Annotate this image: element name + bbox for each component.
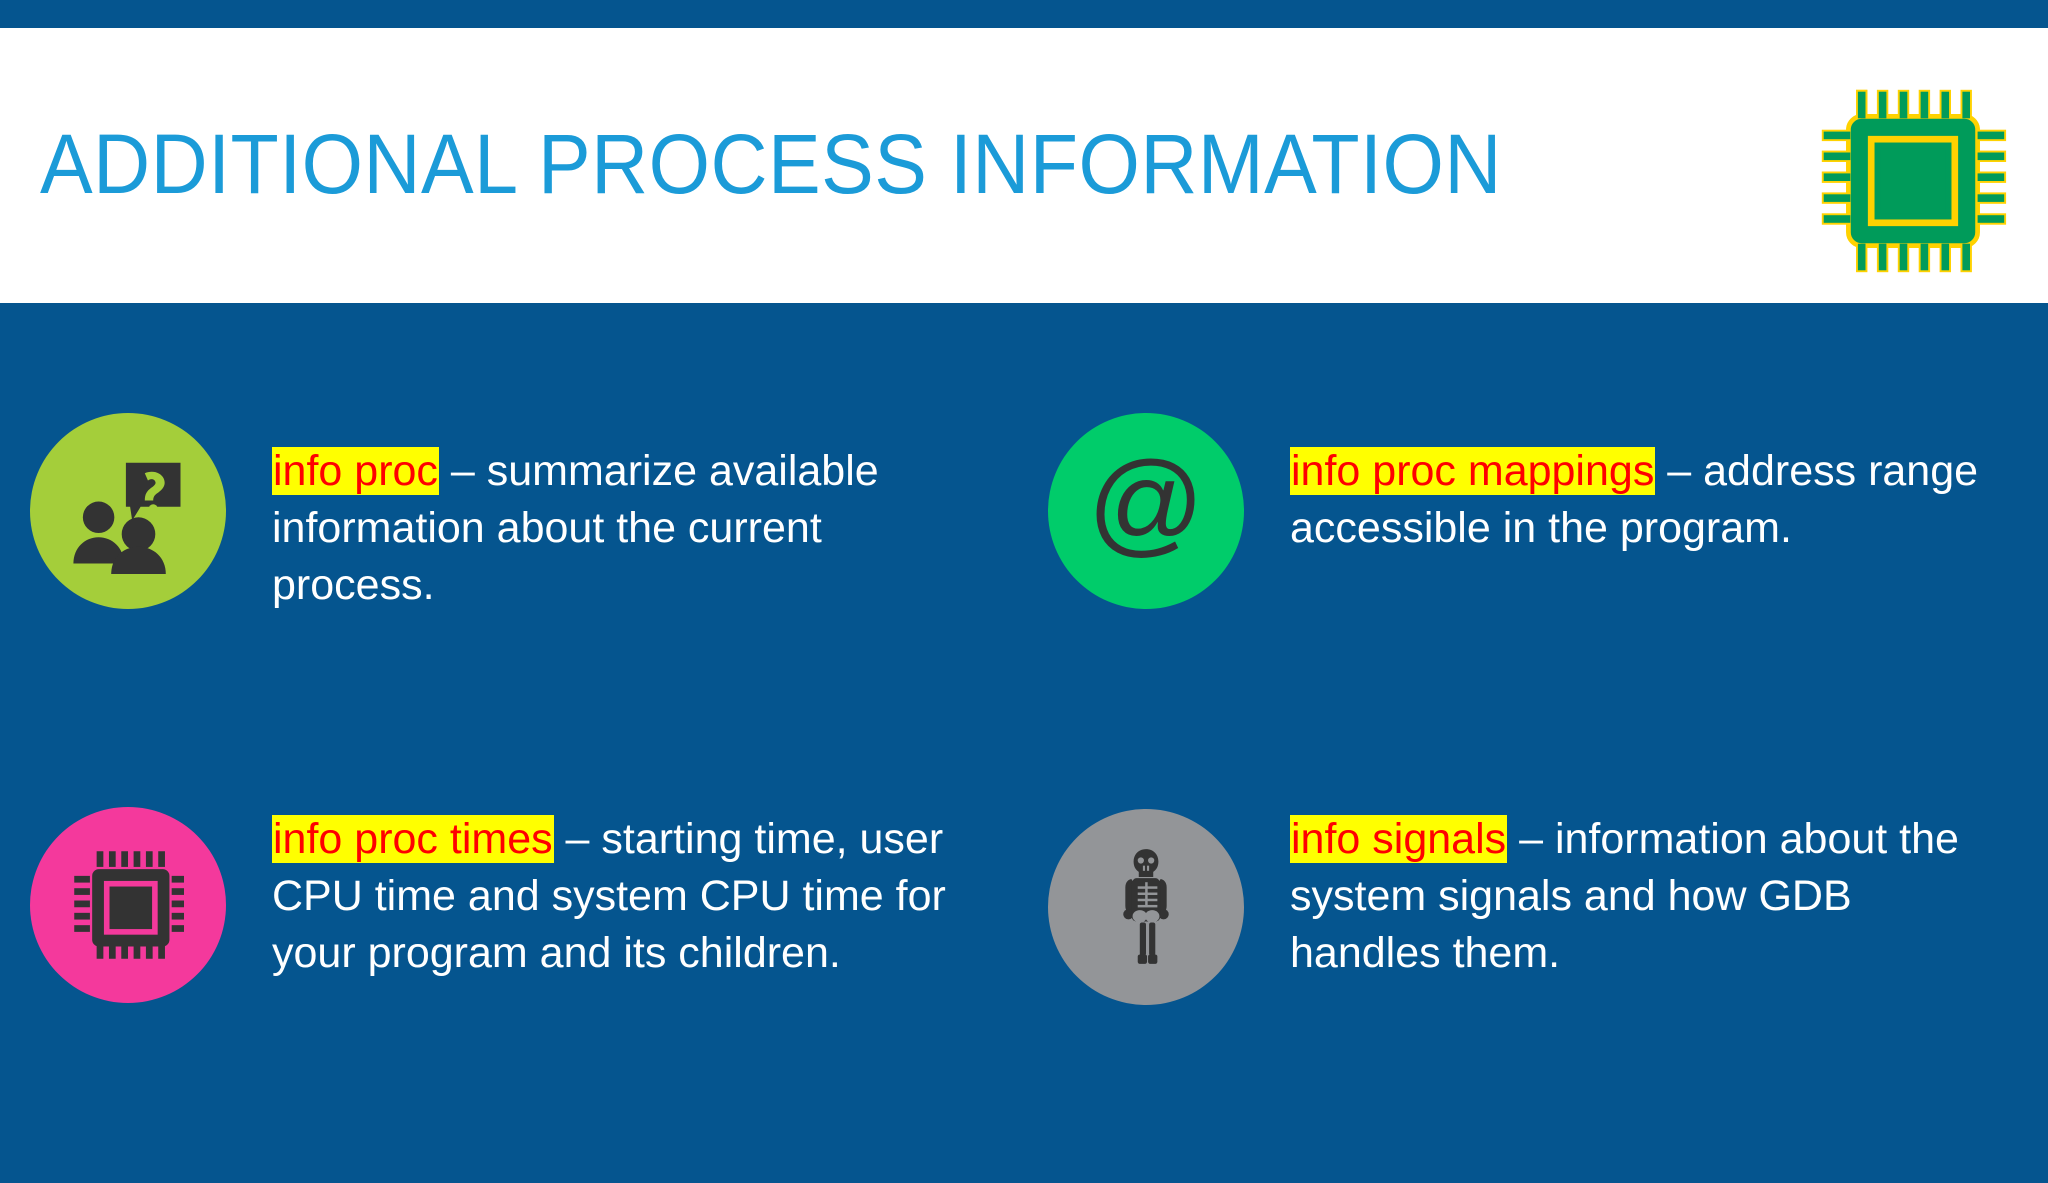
bullet-item-info-proc: info proc – summarize available informat… [30, 413, 990, 803]
dash-3: – [553, 815, 602, 863]
dash-4: – [1507, 815, 1555, 863]
bullet-text-3: info proc times – starting time, user CP… [272, 793, 972, 982]
bullet-icon-circle-4 [1048, 809, 1244, 1005]
bullet-icon-circle-3 [30, 807, 226, 1003]
at-sign-icon: @ [1086, 451, 1206, 571]
bullet-text-1: info proc – summarize available informat… [272, 413, 972, 614]
top-accent-bar [0, 0, 2048, 28]
command-label-1: info proc [272, 447, 439, 495]
command-label-2: info proc mappings [1290, 447, 1656, 495]
cpu-chip-icon [1818, 86, 2008, 276]
dash-1: – [438, 447, 487, 495]
bullet-text-2: info proc mappings – address range acces… [1290, 413, 1990, 557]
description-2: address range accessible in the program. [1290, 447, 1979, 552]
dash-2: – [1655, 447, 1704, 495]
svg-text:@: @ [1088, 451, 1205, 567]
command-label-4: info signals [1290, 815, 1508, 863]
command-label-3: info proc times [272, 815, 554, 863]
title-band: ADDITIONAL PROCESS INFORMATION [0, 28, 2048, 303]
bullet-text-4: info signals – information about the sys… [1290, 793, 1990, 982]
cpu-chip-icon [72, 849, 184, 961]
bullet-icon-circle-1 [30, 413, 226, 609]
bullet-item-info-signals: info signals – information about the sys… [1048, 793, 2008, 1183]
bullet-item-info-proc-mappings: @ info proc mappings – address range acc… [1048, 413, 2008, 803]
bullet-grid: info proc – summarize available informat… [0, 303, 2048, 1152]
description-4: information about the system signals and… [1290, 815, 1959, 977]
bullet-icon-circle-2: @ [1048, 413, 1244, 609]
page-title: ADDITIONAL PROCESS INFORMATION [40, 117, 1502, 211]
description-3: starting time, user CPU time and system … [272, 815, 946, 977]
bullet-item-info-proc-times: info proc times – starting time, user CP… [30, 793, 990, 1183]
people-question-icon [65, 448, 191, 574]
description-1: summarize available information about th… [272, 447, 879, 609]
skeleton-icon [1115, 845, 1177, 969]
slide-canvas: ADDITIONAL PROCESS INFORMATION [0, 0, 2048, 1152]
